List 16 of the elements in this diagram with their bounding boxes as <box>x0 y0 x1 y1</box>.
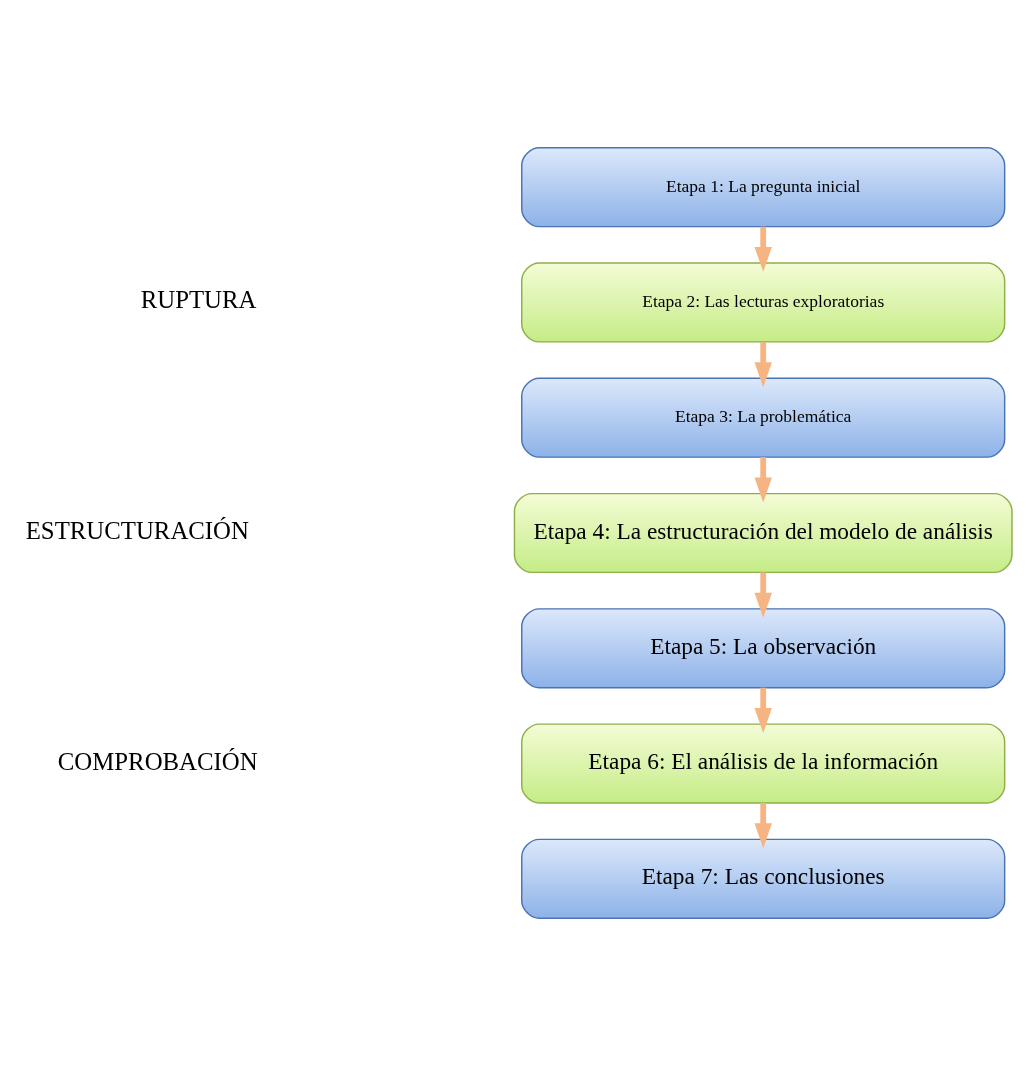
node-box: Etapa 4: La estructuración del modelo de análisis <box>513 492 1013 573</box>
arrow <box>754 341 772 387</box>
node-box: Etapa 6: El análisis de la información <box>521 722 1006 804</box>
label: RUPTURA <box>140 285 257 313</box>
arrow <box>754 687 772 733</box>
arrow <box>754 572 772 618</box>
node-box: Etapa 5: La observación <box>521 607 1006 688</box>
arrow <box>754 802 772 848</box>
node-box: Etapa 2: Las lecturas exploratorias <box>521 261 1006 343</box>
node-box: Etapa 7: Las conclusiones <box>521 838 1006 919</box>
node-box: Etapa 3: La problemática <box>521 377 1006 458</box>
arrow <box>754 456 772 502</box>
node-box: Etapa 1: La pregunta inicial <box>521 146 1006 227</box>
label: COMPROBACIÓN <box>57 747 258 774</box>
label: ESTRUCTURACIÓN <box>25 516 249 544</box>
arrow <box>754 226 772 272</box>
